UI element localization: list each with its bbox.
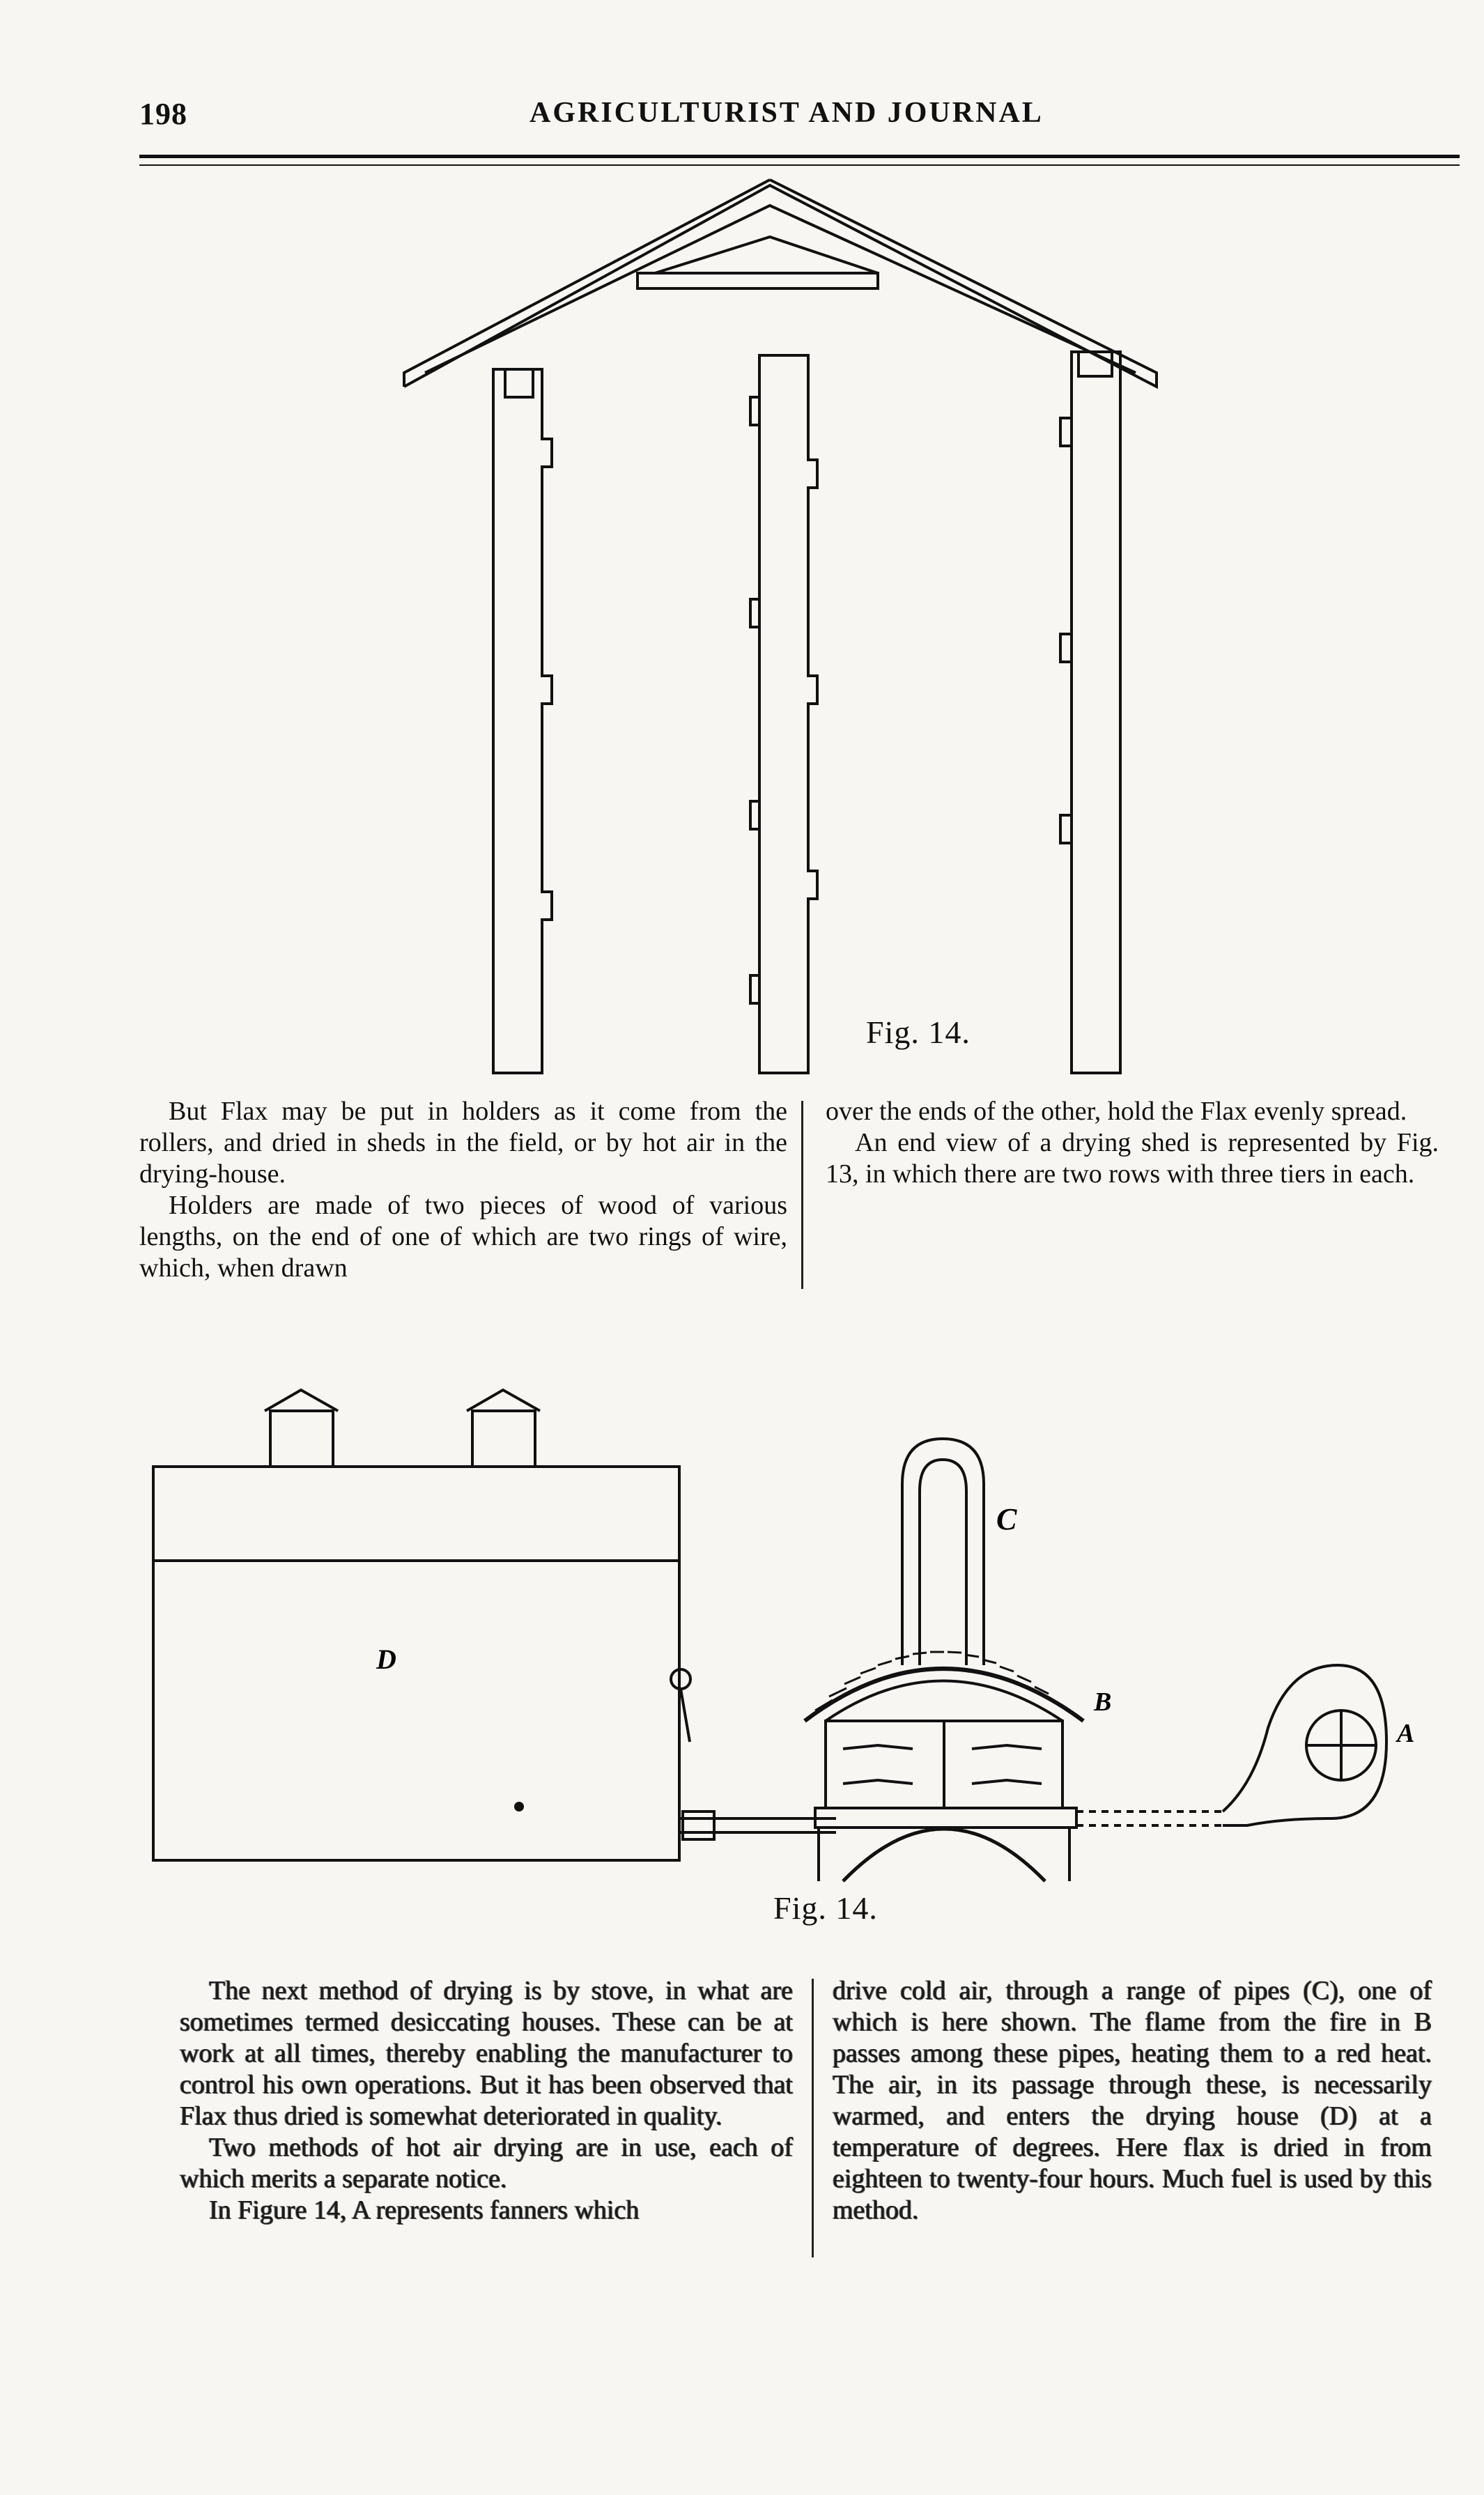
page-number: 198 [139, 97, 187, 131]
column-divider [801, 1101, 803, 1289]
figure-label-c: C [996, 1502, 1017, 1536]
drying-house-illustration: D C B A [152, 1388, 1414, 1883]
drying-shed-illustration [403, 178, 1158, 1074]
paragraph: But Flax may be put in holders as it com… [139, 1097, 787, 1189]
house-roof [152, 1465, 681, 1562]
figure-label-d: D [376, 1644, 396, 1675]
text-column-left-2: The next method of drying is by stove, i… [180, 1975, 793, 2226]
roof-left-slope [403, 178, 771, 387]
paragraph: The next method of drying is by stove, i… [180, 1976, 793, 2131]
text-column-right-2: drive cold air, through a range of pipes… [833, 1975, 1432, 2226]
text-column-left-1: But Flax may be put in holders as it com… [139, 1096, 787, 1284]
header-rule [139, 155, 1460, 158]
paragraph: Holders are made of two pieces of wood o… [139, 1191, 787, 1283]
column-divider [812, 1979, 814, 2257]
header-rule-thin [139, 164, 1460, 166]
figure-label-a: A [1396, 1719, 1414, 1748]
running-head: 198 AGRICULTURIST AND JOURNAL [0, 96, 1484, 152]
middle-post [749, 354, 819, 1074]
figure-label-b: B [1093, 1687, 1111, 1717]
paragraph: In Figure 14, A represents fanners which [209, 2195, 640, 2225]
paragraph: over the ends of the other, hold the Fla… [826, 1097, 1407, 1126]
left-post [492, 368, 553, 1074]
house-wall [152, 1559, 681, 1862]
paragraph: drive cold air, through a range of pipes… [833, 1976, 1432, 2225]
paragraph: An end view of a drying shed is represen… [826, 1128, 1439, 1189]
text-column-right-1: over the ends of the other, hold the Fla… [826, 1096, 1439, 1190]
paragraph: Two methods of hot air drying are in use… [180, 2133, 793, 2193]
pipe [679, 1817, 836, 1834]
ridge-vent [636, 272, 879, 290]
roof-outline [403, 178, 1158, 389]
right-post [1059, 350, 1122, 1074]
figure-caption-top: Fig. 14. [866, 1014, 971, 1050]
figure-caption-bottom: Fig. 14. [773, 1890, 878, 1926]
roof-inner-line [424, 203, 1136, 374]
journal-title: AGRICULTURIST AND JOURNAL [530, 97, 1044, 129]
ridge-vent-cap [654, 235, 879, 275]
